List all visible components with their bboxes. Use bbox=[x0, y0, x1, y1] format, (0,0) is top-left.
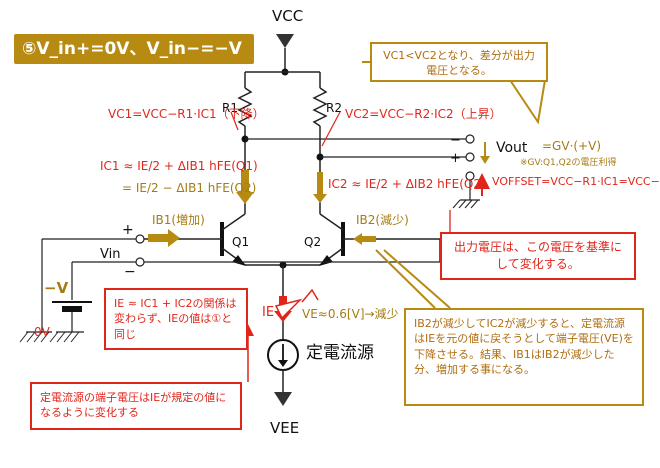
ie-label: IE bbox=[262, 305, 275, 320]
q1-label: Q1 bbox=[232, 235, 250, 249]
vout-gain: =GV·(+V) bbox=[542, 139, 602, 153]
callout-ib-change: IB2が減少してIC2が減少すると、定電流源はIEを元の値に戻そうとして端子電圧… bbox=[404, 308, 644, 406]
vin-label: Vin bbox=[100, 247, 121, 262]
r1-resistor bbox=[237, 87, 253, 127]
ic2-formula: IC2 ≈ IE/2 + ΔIB2 hFE(Q2) bbox=[328, 177, 486, 191]
battery-label: −V bbox=[44, 279, 69, 297]
vee-symbol bbox=[274, 392, 292, 406]
vout-plus: + bbox=[450, 151, 461, 166]
r1-label: R1 bbox=[222, 101, 238, 115]
ve-label: VE≈0.6[V]→減少 bbox=[302, 307, 399, 321]
callout-output-reference: 出力電圧は、この電圧を基準にして変化する。 bbox=[440, 232, 636, 280]
ic1-formula-line1: IC1 ≈ IE/2 + ΔIB1 hFE(Q1) bbox=[100, 159, 258, 173]
ground-label: 0V bbox=[34, 325, 50, 339]
ib2-label: IB2(減少) bbox=[356, 213, 409, 227]
voffset-formula: VOFFSET=VCC−R1·IC1=VCC−R2·IC2 bbox=[492, 175, 660, 188]
vee-label: VEE bbox=[270, 419, 300, 437]
q2-label: Q2 bbox=[304, 235, 322, 249]
battery-short-plate bbox=[62, 306, 82, 312]
vout-label: Vout bbox=[496, 140, 528, 156]
callout-current-source: 定電流源の端子電圧はIEが規定の値になるように変化する bbox=[30, 382, 242, 430]
vin-minus-sign: − bbox=[124, 264, 136, 280]
vin-plus-sign: + bbox=[122, 222, 134, 238]
ib1-label: IB1(増加) bbox=[152, 213, 205, 227]
ic1-formula-line2: = IE/2 − ΔIB1 hFE(Q2) bbox=[122, 181, 257, 195]
callout-ie-relation: IE ≈ IC1 + IC2の関係は変わらず、IEの値は①と同じ bbox=[104, 288, 248, 350]
vcc-symbol bbox=[276, 34, 294, 48]
vout-gain-note: ※GV:Q1,Q2の電圧利得 bbox=[520, 158, 617, 168]
vout-minus: − bbox=[450, 133, 461, 148]
vc2-formula: VC2=VCC−R2·IC2（上昇） bbox=[345, 107, 502, 121]
current-source-label: 定電流源 bbox=[306, 343, 374, 363]
r2-label: R2 bbox=[326, 101, 342, 115]
vcc-label: VCC bbox=[272, 7, 304, 25]
r2-resistor bbox=[312, 87, 328, 127]
vc1-formula: VC1=VCC−R1·IC1（下降） bbox=[108, 107, 265, 121]
callout-output-difference: VC1<VC2となり、差分が出力電圧となる。 bbox=[370, 42, 548, 82]
page-title: ⑤V_in+=0V、V_in−=−Vのとき bbox=[14, 34, 254, 89]
